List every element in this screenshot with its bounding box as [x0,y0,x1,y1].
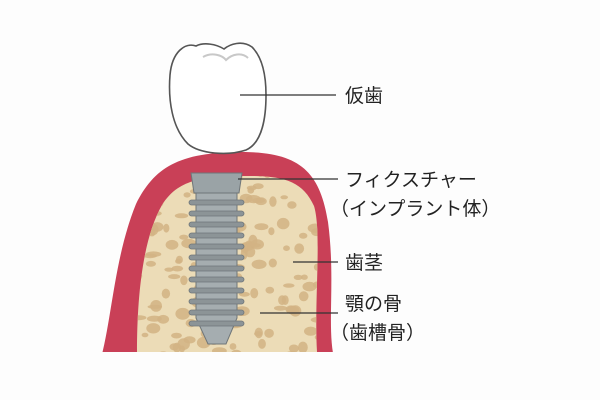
bone-spot [299,232,308,239]
bone-spot [151,222,164,232]
implant-fixture [188,172,245,345]
implant-collar [190,172,243,194]
bone-spot [161,288,171,299]
bone-spot [150,300,163,312]
bone-spot [264,328,274,338]
bone-spot [247,187,255,194]
crown [168,42,267,155]
bone-spot [250,288,259,299]
bone-spot [141,332,149,338]
bone-spot [169,343,180,351]
bone-spot [163,223,170,233]
bone-spot [179,234,189,240]
implant-thread [188,221,245,228]
bone-spot [293,274,303,280]
bone-spot [304,326,318,336]
bone-spot [183,192,191,198]
bone-spot [311,169,320,176]
bone-spot [254,331,263,337]
implant-thread [188,276,245,283]
bone-spot [298,341,308,352]
implant-thread [188,298,245,305]
bone-spot [171,332,182,339]
implant-thread [188,265,245,272]
label-fixture-sub: （インプラント体） [330,198,500,220]
bone-spot [137,315,147,321]
bone-spot [145,260,156,267]
bone-spot [175,258,182,264]
bone-spot [274,305,287,311]
bone-spot [283,283,295,288]
bone-spot [287,201,297,209]
bone-spot [258,338,266,349]
bone-spot [212,347,227,352]
bone-spot [174,213,189,219]
bone-spot [288,344,299,352]
bone-spot [265,286,275,294]
implant-thread [188,287,245,294]
bone-spot [244,246,256,258]
bone-spot [301,274,308,280]
bone-spot [254,223,269,231]
bone-spot [268,258,277,268]
bone-spot [251,259,267,269]
bone-spot [246,242,261,248]
bone-spot [298,291,309,302]
label-bone: 顎の骨 [345,293,402,315]
bone-spot [317,176,318,178]
bone-spot [280,195,289,200]
implant-thread [188,210,245,217]
bone-spot [164,267,174,272]
bone-spot [269,196,277,207]
bone-spot [283,245,290,251]
implant-thread [188,320,245,327]
bone-spot [307,223,318,233]
bone-spot [175,307,190,320]
bone-spot [310,316,318,323]
bone-spot [157,314,170,324]
label-gum: 歯茎 [345,252,383,274]
bottom-fade [90,352,350,400]
label-bone-sub: （歯槽骨） [330,322,425,344]
bone-spot [143,253,157,259]
bone-spot [229,343,237,350]
implant-thread [188,199,245,206]
bone-spot [168,274,181,280]
bone-spot [171,265,184,272]
bone-spot [294,243,305,254]
label-crown: 仮歯 [345,85,383,107]
bone-spot [276,217,290,230]
bone-spot [281,295,289,305]
bone-spot [268,227,275,236]
label-fixture: フィクスチャー [345,169,477,191]
bone-spot [146,323,161,334]
bone-spot [177,338,190,350]
implant-thread [188,254,245,261]
bone-spot [165,239,179,250]
bone-spot [245,195,261,204]
implant-thread [188,309,245,316]
bone-spot [180,275,188,286]
implant-thread [188,232,245,239]
bone-spot [313,263,318,271]
crown-highlight [202,53,249,62]
implant-thread [188,243,245,250]
